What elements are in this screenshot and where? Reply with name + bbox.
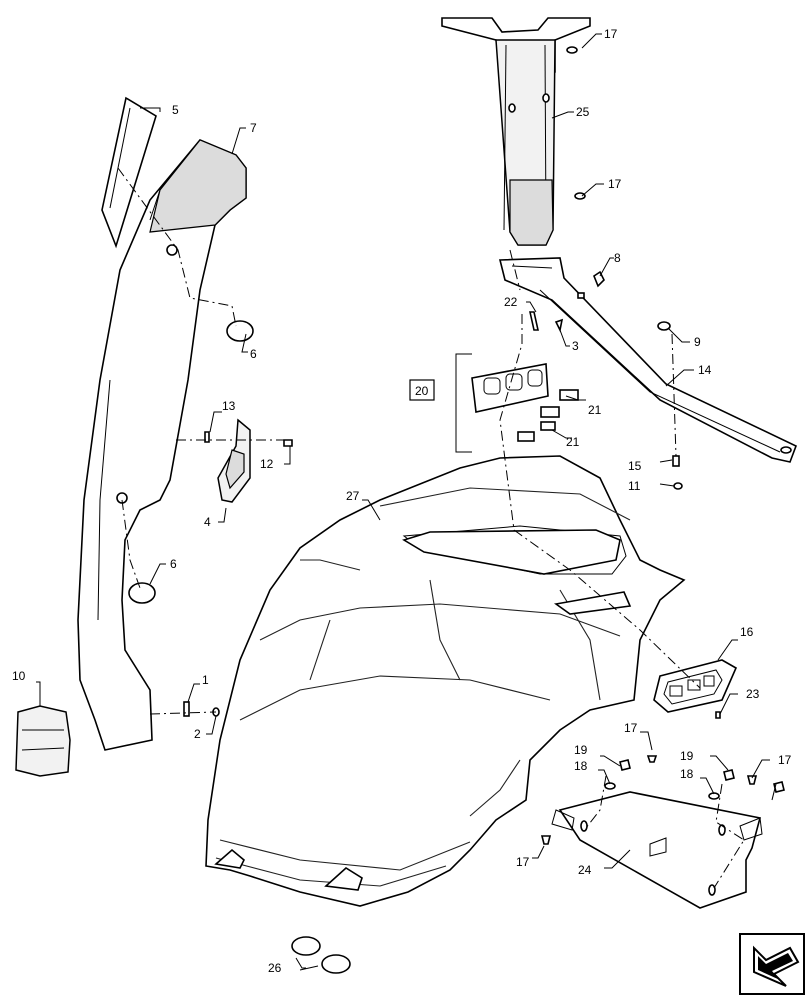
fastener-11-clip — [673, 482, 683, 490]
callout-20: 20 — [415, 384, 429, 398]
part-21-decal-b — [540, 406, 560, 418]
callout-23: 23 — [746, 687, 760, 701]
callout-24: 24 — [578, 863, 592, 877]
callout-2: 2 — [194, 727, 201, 741]
part-26-pad-b — [321, 954, 351, 974]
part-6-pad-lower — [128, 582, 156, 604]
fastener-8-screw — [593, 270, 605, 288]
leader-lines — [36, 33, 777, 971]
fastener-12-pin — [283, 439, 293, 447]
callout-17-e: 17 — [516, 855, 530, 869]
callout-19-b: 19 — [680, 749, 694, 763]
callout-14: 14 — [698, 363, 712, 377]
part-21-decal-a — [559, 389, 579, 401]
fastener-19-a — [619, 759, 631, 771]
fastener-3-clip — [554, 318, 564, 333]
assembly-centerlines — [117, 167, 745, 889]
callout-1: 1 — [202, 673, 209, 687]
part-20-group-bracket — [455, 353, 472, 453]
fastener-17-d — [540, 835, 552, 845]
part-26-pad-a — [291, 936, 321, 956]
part-16-grille — [653, 659, 738, 713]
part-25-post — [441, 17, 591, 246]
fastener-19-b — [723, 769, 735, 781]
callout-19-a: 19 — [574, 743, 588, 757]
fastener-15-stud — [672, 455, 680, 467]
part-21-decal-c — [540, 421, 556, 431]
fastener-17-top — [566, 46, 578, 54]
fastener-23-screw — [715, 711, 721, 719]
callout-18-a: 18 — [574, 759, 588, 773]
part-14-brace — [498, 257, 798, 463]
fasteners — [183, 46, 785, 845]
callout-25: 25 — [576, 105, 590, 119]
fastener-17-a — [646, 755, 658, 763]
callout-12: 12 — [260, 457, 274, 471]
fastener-17-mid — [574, 192, 586, 200]
callout-4: 4 — [204, 515, 211, 529]
fastener-17-c — [773, 781, 785, 793]
callout-26: 26 — [268, 961, 282, 975]
callout-22: 22 — [504, 295, 518, 309]
part-21-decal-d — [517, 431, 535, 442]
callout-18-b: 18 — [680, 767, 694, 781]
part-6-pad-upper — [226, 320, 254, 342]
callout-6-upper: 6 — [250, 347, 257, 361]
part-27-fender — [205, 455, 686, 907]
callout-20-box — [409, 379, 435, 401]
callout-labels: 5 7 17 25 17 8 22 3 9 14 6 13 12 4 6 10 … — [12, 27, 792, 975]
part-5-strip — [101, 96, 157, 249]
callout-13: 13 — [222, 399, 236, 413]
callout-10: 10 — [12, 669, 26, 683]
callout-6-lower: 6 — [170, 557, 177, 571]
callout-17-mid: 17 — [608, 177, 622, 191]
callout-9: 9 — [694, 335, 701, 349]
callout-17-top: 17 — [604, 27, 618, 41]
callout-3: 3 — [572, 339, 579, 353]
part-24-bracket-plate — [551, 791, 763, 909]
callout-5: 5 — [172, 103, 179, 117]
part-7-trim-panel — [77, 139, 247, 751]
callout-7: 7 — [250, 121, 257, 135]
callout-27: 27 — [346, 489, 360, 503]
fastener-1-stud — [183, 701, 190, 717]
part-4-bracket — [217, 418, 251, 503]
part-10-block — [15, 705, 71, 777]
callout-17-c: 17 — [624, 721, 638, 735]
fastener-9-grommet — [657, 321, 671, 331]
fastener-22-clip — [529, 311, 539, 331]
arrow-back-icon[interactable] — [739, 933, 805, 995]
callout-15: 15 — [628, 459, 642, 473]
callout-8: 8 — [614, 251, 621, 265]
callout-21-b: 21 — [566, 435, 580, 449]
callout-17-d: 17 — [778, 753, 792, 767]
callout-11: 11 — [628, 479, 641, 493]
callout-16: 16 — [740, 625, 754, 639]
callout-21-a: 21 — [588, 403, 602, 417]
part-20-label-plate — [471, 363, 549, 413]
